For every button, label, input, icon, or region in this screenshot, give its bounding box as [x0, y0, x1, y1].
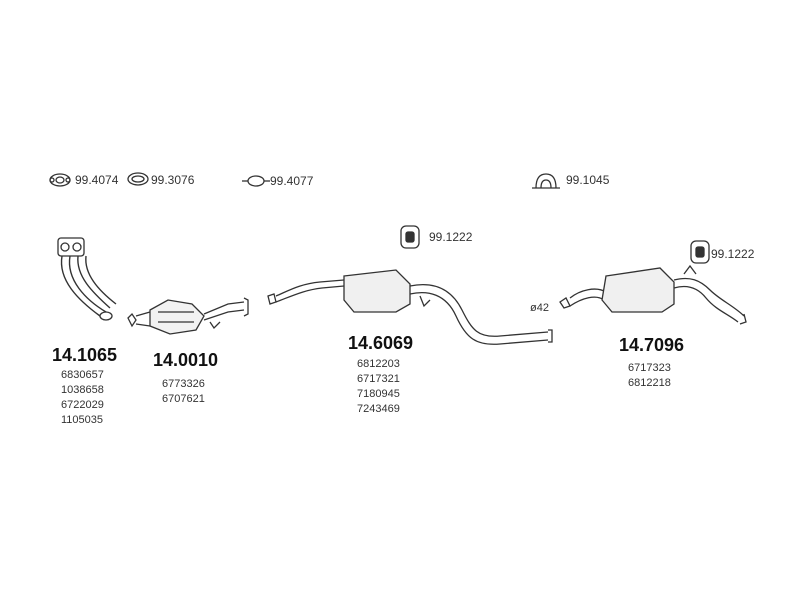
part-number: 14.0010 [153, 350, 219, 370]
gasket-icon [49, 173, 71, 187]
fitting-label: 99.4074 [75, 173, 119, 187]
rubber-hanger-icon [400, 225, 420, 249]
flange-gasket-icon [242, 175, 270, 187]
oe-number: 6717323 [628, 362, 671, 374]
catalytic-converter [127, 297, 249, 335]
oe-number: 6812203 [357, 358, 400, 370]
middle-silencer [267, 269, 553, 345]
ring-gasket-icon [127, 172, 149, 186]
oe-number: 6812218 [628, 377, 671, 389]
oe-number: 7180945 [357, 388, 400, 400]
oe-number: 6717321 [357, 373, 400, 385]
hanger-label: 99.1222 [711, 247, 755, 261]
hanger-label: 99.1222 [429, 230, 473, 244]
clamp-icon [532, 173, 560, 189]
oe-number-list: 6773326 6707621 [162, 377, 205, 407]
rubber-hanger-icon [690, 240, 710, 264]
oe-number: 6722029 [61, 399, 104, 411]
fitting-label: 99.1045 [566, 173, 610, 187]
oe-number: 6773326 [162, 378, 205, 390]
front-pipe [57, 237, 117, 321]
oe-number: 6707621 [162, 393, 205, 405]
part-number: 14.7096 [619, 335, 685, 355]
oe-number-list: 6830657 1038658 6722029 1105035 [61, 368, 104, 428]
fitting-label: 99.3076 [151, 173, 195, 187]
part-number: 14.6069 [348, 333, 414, 353]
part-number: 14.1065 [52, 345, 118, 365]
oe-number: 6830657 [61, 369, 104, 381]
oe-number: 1105035 [61, 414, 104, 426]
fitting-label: 99.4077 [270, 174, 314, 188]
oe-number-list: 6812203 6717321 7180945 7243469 [357, 357, 400, 417]
oe-number-list: 6717323 6812218 [628, 361, 671, 391]
oe-number: 1038658 [61, 384, 104, 396]
rear-silencer [559, 264, 747, 325]
oe-number: 7243469 [357, 403, 400, 415]
pipe-diameter-label: ø42 [530, 302, 549, 314]
